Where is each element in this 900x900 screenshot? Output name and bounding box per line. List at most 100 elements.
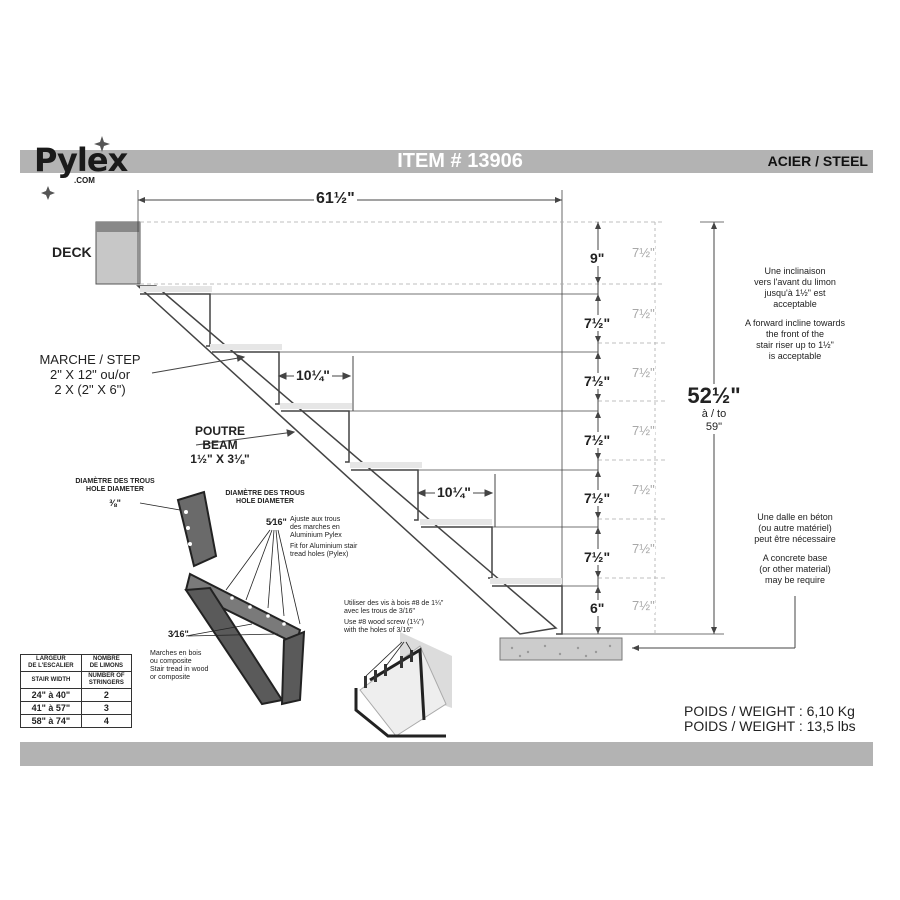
table-header-line: NUMBER OF [88,673,125,679]
rise-dim: 7½" [582,432,613,448]
hole-size: 3⁄16" [168,629,189,639]
step-tread [350,462,422,468]
step-tread [280,403,352,409]
tread-depth-dim: 10¼" [435,484,473,500]
note-line: Une inclinaison [764,266,826,276]
bracket-detail-drawing [176,490,306,706]
table-header: NUMBER OF STRINGERS [80,671,133,689]
bottom-rise-dim: 6" [588,600,607,616]
step-label-line: 2" X 12" ou/or [49,367,131,382]
logo-domain: .COM [74,176,95,185]
top-rise-dim: 9" [588,250,607,266]
detail-line: DIAMÈTRE DES TROUS [75,478,155,485]
step-bracket [351,469,419,521]
step-bracket [140,293,211,347]
note-line: A concrete base [762,553,828,563]
table-cell: 58" à 74" [20,714,82,728]
detail-line: Fit for Aluminium stair [290,543,358,550]
hole-size: 5⁄16" [266,517,287,527]
rise-dim: 7½" [582,490,613,506]
note-line: jusqu'à 1½" est [764,288,826,298]
note-line: acceptable [773,299,817,309]
screw-detail-drawing [354,632,452,738]
total-height-value: 52½" [687,383,741,408]
wood-tread-note: Marches en bois ou composite Stair tread… [150,650,230,682]
beam-label-line: 1½" X 3⅛" [190,452,250,466]
material-label: ACIER / STEEL [767,153,868,169]
hole-diameter-label: DIAMÈTRE DES TROUS HOLE DIAMETER ⅜" [60,478,170,508]
ghost-rise-dim: 7½" [632,482,655,497]
note-line: stair riser up to 1½" [756,340,834,350]
step-tread [490,578,562,584]
table-cell: 3 [80,701,133,715]
beam-label: POUTRE BEAM 1½" X 3⅛" [170,424,270,466]
detail-line: or composite [150,674,191,681]
ghost-rise-dim: 7½" [632,598,655,613]
detail-line: HOLE DIAMETER [86,486,144,493]
logo-text: Pylex [34,141,128,179]
concrete-base [499,637,623,661]
weight-kg: POIDS / WEIGHT : 6,10 Kg [684,703,855,719]
table-header: LARGEUR DE L'ESCALIER [20,654,82,672]
detail-line: DIAMÈTRE DES TROUS [225,490,305,497]
note-line: A forward incline towards [744,318,846,328]
table-header: NOMBRE DE LIMONS [80,654,133,672]
step-tread [210,344,282,350]
beam-label-line: POUTRE [194,424,245,438]
step-label: MARCHE / STEP 2" X 12" ou/or 2 X (2" X 6… [30,352,150,397]
detail-line: Aluminium Pylex [290,532,342,539]
total-length-dim: 61½" [314,190,357,208]
step-bracket [492,585,563,635]
detail-line: des marches en [290,524,340,531]
table-header-line: STRINGERS [88,680,124,686]
detail-line: Utiliser des vis à bois #8 de 1¼" [344,600,444,607]
table-row: 58" à 74" 4 [20,714,133,728]
table-header-line: DE LIMONS [89,663,124,669]
note-line: is acceptable [768,351,822,361]
screw-note: Utiliser des vis à bois #8 de 1¼" avec l… [344,600,474,635]
ghost-rise-dim: 7½" [632,365,655,380]
detail-line: HOLE DIAMETER [236,498,294,505]
footer-band [20,742,873,766]
table-header: STAIR WIDTH [20,671,82,689]
detail-line: Use #8 wood screw (1¼") [344,619,424,626]
ghost-rise-dim: 7½" [632,245,655,260]
step-label-line: 2 X (2" X 6") [54,382,126,397]
note-line: may be require [764,575,826,585]
item-number: ITEM # 13906 [397,150,523,172]
hole-diameter-label: DIAMÈTRE DES TROUS HOLE DIAMETER [210,490,320,506]
note-line: peut être nécessaire [754,534,836,544]
note-line: vers l'avant du limon [754,277,836,287]
ghost-rise-dim: 7½" [632,306,655,321]
aluminium-note: Ajuste aux trous des marches en Aluminiu… [290,516,390,559]
base-note: Une dalle en béton (ou autre matériel) p… [736,512,854,586]
table-cell: 41" à 57" [20,701,82,715]
note-line: the front of the [765,329,825,339]
detail-line: Stair tread in wood [150,666,209,673]
deck-label: DECK [52,244,92,260]
table-header-line: LARGEUR [36,656,66,662]
note-line: (ou autre matériel) [758,523,832,533]
note-line: Une dalle en béton [757,512,833,522]
header-band [20,150,873,173]
table-cell: 2 [80,688,133,702]
rise-dim: 7½" [582,373,613,389]
detail-line: with the holes of 3/16" [344,627,413,634]
total-height-sub: 59" [705,421,723,433]
sparkle-icon [41,136,110,200]
ghost-rise-dim: 7½" [632,423,655,438]
rise-dim: 7½" [582,549,613,565]
tread-depth-dim: 10¼" [294,367,332,383]
total-height-sub: à / to [701,408,727,420]
step-label-line: MARCHE / STEP [39,352,141,367]
rise-dim: 7½" [582,315,613,331]
table-row: 41" à 57" 3 [20,701,133,715]
detail-line: tread holes (Pylex) [290,551,349,558]
detail-line: Ajuste aux trous [290,516,341,523]
step-bracket [212,351,280,405]
ghost-rise-dim: 7½" [632,541,655,556]
table-row: 24" à 40" 2 [20,688,133,702]
beam-label-line: BEAM [202,438,238,452]
incline-note: Une inclinaison vers l'avant du limon ju… [730,266,860,362]
